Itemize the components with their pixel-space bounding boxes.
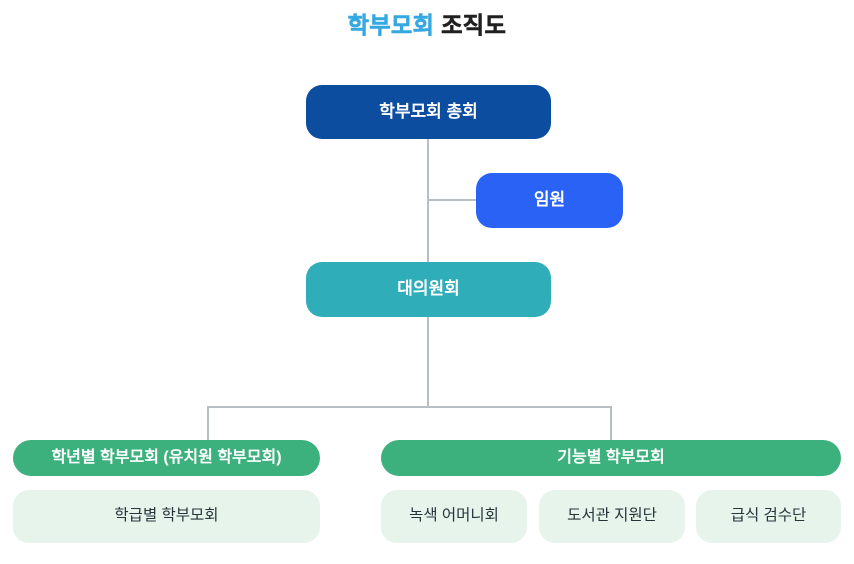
connector-root-to-council: [427, 139, 429, 263]
node-leaf-class-level: 학급별 학부모회: [13, 490, 320, 543]
node-general-assembly: 학부모회 총회: [306, 85, 551, 139]
node-branch-functional: 기능별 학부모회: [381, 440, 841, 476]
connector-branch-left-drop: [207, 406, 209, 440]
node-leaf-green-mothers: 녹색 어머니회: [381, 490, 527, 543]
page-title-highlight: 학부모회: [347, 12, 435, 39]
node-leaf-library-support: 도서관 지원단: [539, 490, 685, 543]
connector-officers-stub: [428, 199, 476, 201]
connector-branch-horizontal: [207, 406, 612, 408]
connector-council-down: [427, 317, 429, 407]
page-title-rest: 조직도: [441, 12, 507, 39]
node-leaf-meal-inspection: 급식 검수단: [696, 490, 841, 543]
page-title: 학부모회 조직도: [0, 6, 854, 40]
node-council: 대의원회: [306, 262, 551, 317]
node-branch-grade-level: 학년별 학부모회 (유치원 학부모회): [13, 440, 320, 476]
node-officers: 임원: [476, 173, 623, 228]
connector-branch-right-drop: [610, 406, 612, 440]
